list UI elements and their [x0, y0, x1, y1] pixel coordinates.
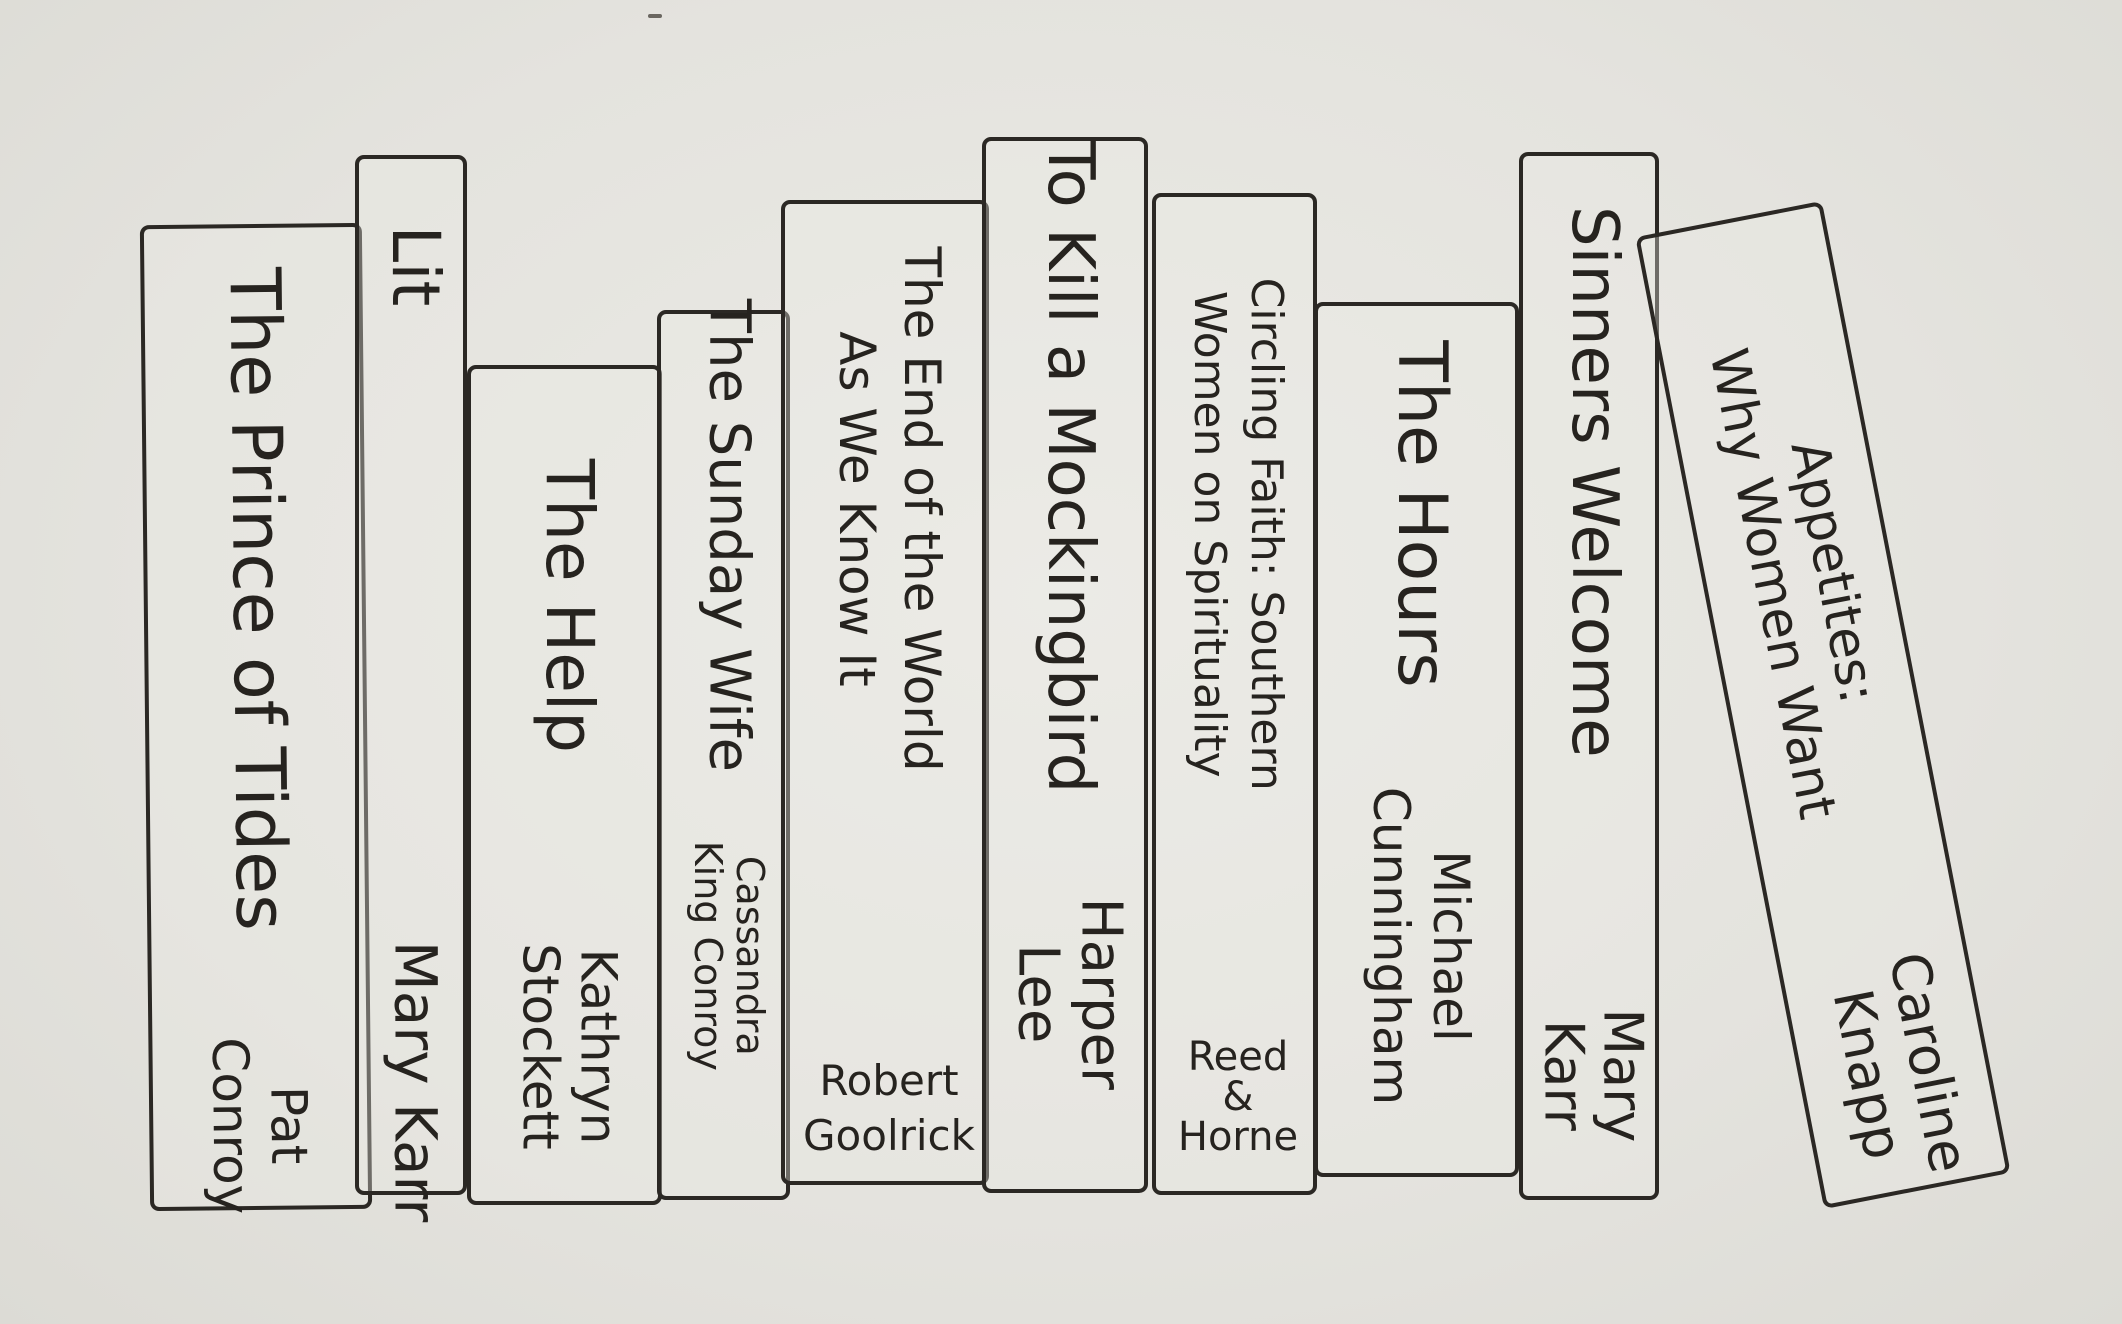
book-spine-to-kill-a-mockingbird: To Kill a Mockingbird Harper Lee [982, 137, 1148, 1193]
book-title: The Prince of Tides [213, 266, 303, 932]
author-line: Michael [1422, 850, 1480, 1042]
book-title: Circling Faith: Southern Women on Spirit… [1181, 184, 1295, 884]
book-spine-prince-of-tides: The Prince of Tides Pat Conroy [139, 222, 373, 1215]
title-line: The End of the World [893, 246, 951, 772]
book-spine-the-help: The Help Kathryn Stockett [467, 365, 662, 1205]
book-author: Mary Karr [381, 940, 450, 1223]
book-author: Michael Cunningham [1361, 781, 1481, 1111]
author-line: Goolrick [803, 1110, 975, 1160]
book-author: Mary Karr [1532, 955, 1655, 1195]
pencil-mark [648, 14, 662, 18]
book-title: The Help [530, 458, 608, 754]
book-spine-lit: Lit Mary Karr [355, 155, 467, 1222]
author-line: Mary [1591, 1008, 1655, 1143]
book-title: Sinners Welcome [1556, 206, 1631, 758]
book-author: Kathryn Stockett [512, 897, 628, 1197]
book-author: Harper Lee [1006, 874, 1134, 1114]
author-line: Cassandra [727, 855, 772, 1056]
book-title: The Sunday Wife [696, 298, 762, 772]
author-line: Cunningham [1362, 786, 1420, 1106]
book-title: The Hours [1382, 340, 1462, 688]
book-title: To Kill a Mockingbird [1032, 140, 1107, 794]
book-spine-sunday-wife: The Sunday Wife Cassandra King Conroy [657, 299, 790, 1200]
title-line: Circling Faith: Southern [1241, 277, 1293, 791]
book-title: The End of the World As We Know It [824, 209, 954, 809]
author-line: Stockett [512, 943, 570, 1150]
title-line: Women on Spirituality [1184, 290, 1235, 778]
author-line: Lee [1006, 944, 1071, 1044]
author-line: Kathryn [569, 948, 628, 1145]
author-line: Karr [1532, 1019, 1595, 1131]
author-line: Reed [1187, 1034, 1289, 1080]
author-line: Pat [259, 1085, 319, 1165]
book-title: Lit [376, 225, 454, 307]
book-author: Pat Conroy [201, 1005, 319, 1246]
book-title: Appetites: Why Women Want [1674, 223, 1930, 934]
book-author: Cassandra King Conroy [686, 811, 772, 1101]
title-line: As We Know It [828, 331, 886, 687]
author-line: & [1222, 1074, 1254, 1120]
author-line: Robert [819, 1056, 959, 1105]
book-spine-appetites: Appetites: Why Women Want Caroline Knapp [1635, 200, 2011, 1210]
book-author: Caroline Knapp [1811, 924, 1984, 1213]
book-spine-sinners-welcome: Sinners Welcome Mary Karr [1519, 152, 1659, 1200]
book-author: Reed & Horne [1158, 1037, 1318, 1157]
author-line: Conroy [201, 1037, 262, 1215]
book-spine-end-of-the-world: The End of the World As We Know It Rober… [781, 200, 989, 1185]
author-line: Harper [1068, 897, 1134, 1090]
author-line: King Conroy [686, 840, 730, 1071]
author-line: Horne [1177, 1114, 1299, 1160]
book-spine-the-hours: The Hours Michael Cunningham [1314, 302, 1519, 1177]
book-spine-circling-faith: Circling Faith: Southern Women on Spirit… [1152, 193, 1317, 1195]
book-author: Robert Goolrick [789, 1054, 989, 1163]
